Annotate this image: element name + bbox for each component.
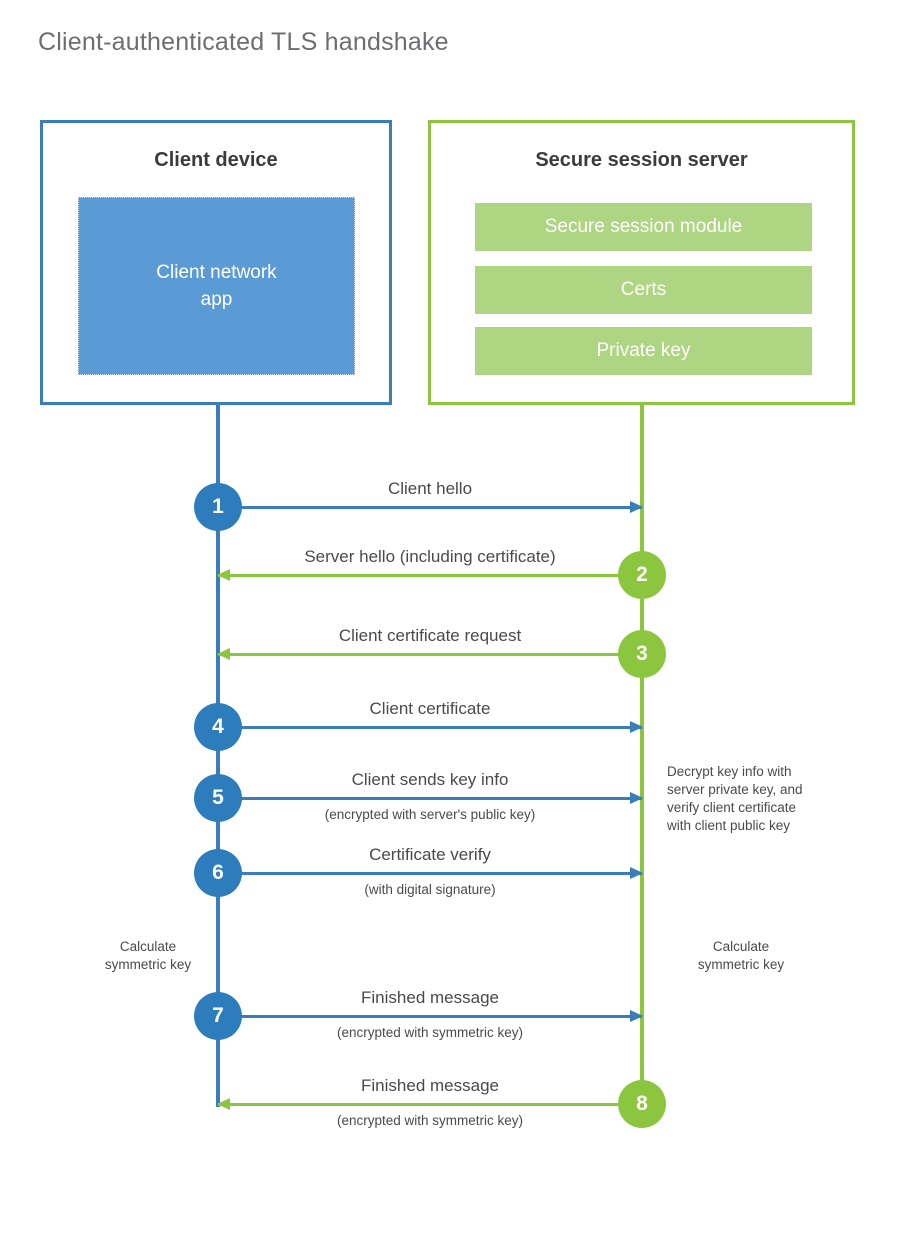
client-device-title: Client device xyxy=(154,149,278,171)
server-module-secure-session-module: Secure session module xyxy=(475,203,812,251)
message-caption-5: Client sends key info xyxy=(351,770,509,789)
message-caption-4: Client certificate xyxy=(369,699,491,718)
client-network-app-block: Client network app xyxy=(78,197,355,375)
step-badge-2[interactable]: 2 xyxy=(618,551,666,599)
note-server-decrypt: Decrypt key info with server private key… xyxy=(667,764,803,833)
step-badge-1[interactable]: 1 xyxy=(194,483,242,531)
arrow-line xyxy=(218,797,642,800)
arrow-line xyxy=(218,653,642,656)
server-module-private-key: Private key xyxy=(475,327,812,375)
message-subcaption-5: (encrypted with server's public key) xyxy=(324,807,536,822)
arrow-line xyxy=(218,726,642,729)
arrow-line xyxy=(218,506,642,509)
step-badge-6[interactable]: 6 xyxy=(194,849,242,897)
client-device-box: Client device Client network app xyxy=(40,120,392,405)
step-badge-7[interactable]: 7 xyxy=(194,992,242,1040)
server-module-label: Private key xyxy=(596,340,691,361)
message-caption-6: Certificate verify xyxy=(369,845,491,864)
message-caption-2: Server hello (including certificate) xyxy=(304,547,556,566)
message-caption-1: Client hello xyxy=(387,479,473,498)
server-lifeline xyxy=(640,405,644,1107)
arrow-head-left-icon xyxy=(217,569,230,581)
arrow-line xyxy=(218,1103,642,1106)
note-calculate-symmetric-key-client: Calculate symmetric key xyxy=(104,939,192,972)
message-caption-7: Finished message xyxy=(361,988,499,1007)
message-caption-8: Finished message xyxy=(361,1076,499,1095)
arrow-head-right-icon xyxy=(630,501,643,513)
client-lifeline xyxy=(216,405,220,1107)
server-module-label: Certs xyxy=(620,279,667,300)
note-calculate-symmetric-key-server: Calculate symmetric key xyxy=(697,939,785,972)
step-badge-3[interactable]: 3 xyxy=(618,630,666,678)
arrow-head-right-icon xyxy=(630,1010,643,1022)
arrow-line xyxy=(218,574,642,577)
message-subcaption-7: (encrypted with symmetric key) xyxy=(336,1025,524,1040)
step-badge-8[interactable]: 8 xyxy=(618,1080,666,1128)
arrow-head-left-icon xyxy=(217,648,230,660)
server-module-certs: Certs xyxy=(475,266,812,314)
arrow-head-right-icon xyxy=(630,867,643,879)
arrow-head-left-icon xyxy=(217,1098,230,1110)
page-title: Client-authenticated TLS handshake xyxy=(38,28,449,56)
step-badge-4[interactable]: 4 xyxy=(194,703,242,751)
client-network-app-label: Client network app xyxy=(156,262,277,310)
secure-session-server-title: Secure session server xyxy=(535,149,748,171)
step-badge-5[interactable]: 5 xyxy=(194,774,242,822)
server-module-label: Secure session module xyxy=(544,216,743,237)
secure-session-server-box: Secure session server Secure session mod… xyxy=(428,120,855,405)
message-subcaption-6: (with digital signature) xyxy=(364,882,496,897)
message-caption-3: Client certificate request xyxy=(338,626,522,645)
arrow-line xyxy=(218,1015,642,1018)
message-subcaption-8: (encrypted with symmetric key) xyxy=(336,1113,524,1128)
arrow-line xyxy=(218,872,642,875)
arrow-head-right-icon xyxy=(630,721,643,733)
arrow-head-right-icon xyxy=(630,792,643,804)
